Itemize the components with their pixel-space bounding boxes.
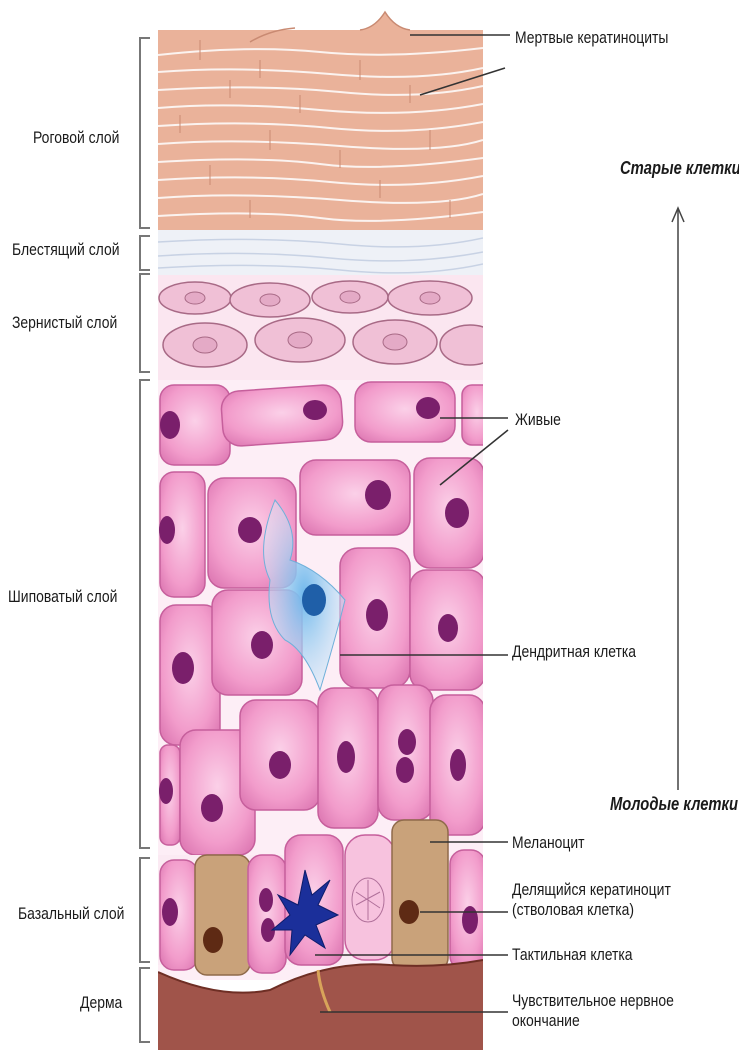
label-young-cells: Молодые клетки [610, 795, 738, 814]
label-stratum-corneum: Роговой слой [33, 128, 119, 147]
label-stratum-granulosum: Зернистый слой [12, 313, 117, 332]
label-dividing-keratinocyte-line1: Делящийся кератиноцит [512, 880, 671, 899]
label-melanocyte: Меланоцит [512, 833, 585, 852]
label-living: Живые [515, 410, 561, 429]
label-nerve-ending-line2: окончание [512, 1011, 580, 1030]
label-dermis: Дерма [80, 993, 122, 1012]
label-old-cells: Старые клетки [620, 159, 739, 178]
layer-brackets [140, 38, 150, 1042]
label-dendritic-cell: Дендритная клетка [512, 642, 636, 661]
label-dead-keratinocytes: Мертвые кератиноциты [515, 28, 668, 47]
label-dividing-keratinocyte-line2: (стволовая клетка) [512, 900, 634, 919]
stratum-corneum-band [158, 30, 483, 230]
label-stratum-spinosum: Шиповатый слой [8, 587, 117, 606]
label-stratum-basale: Базальный слой [18, 904, 124, 923]
label-stratum-lucidum: Блестящий слой [12, 240, 120, 259]
age-arrow [672, 208, 684, 790]
label-tactile-cell: Тактильная клетка [512, 945, 633, 964]
label-nerve-ending-line1: Чувствительное нервное [512, 991, 674, 1010]
